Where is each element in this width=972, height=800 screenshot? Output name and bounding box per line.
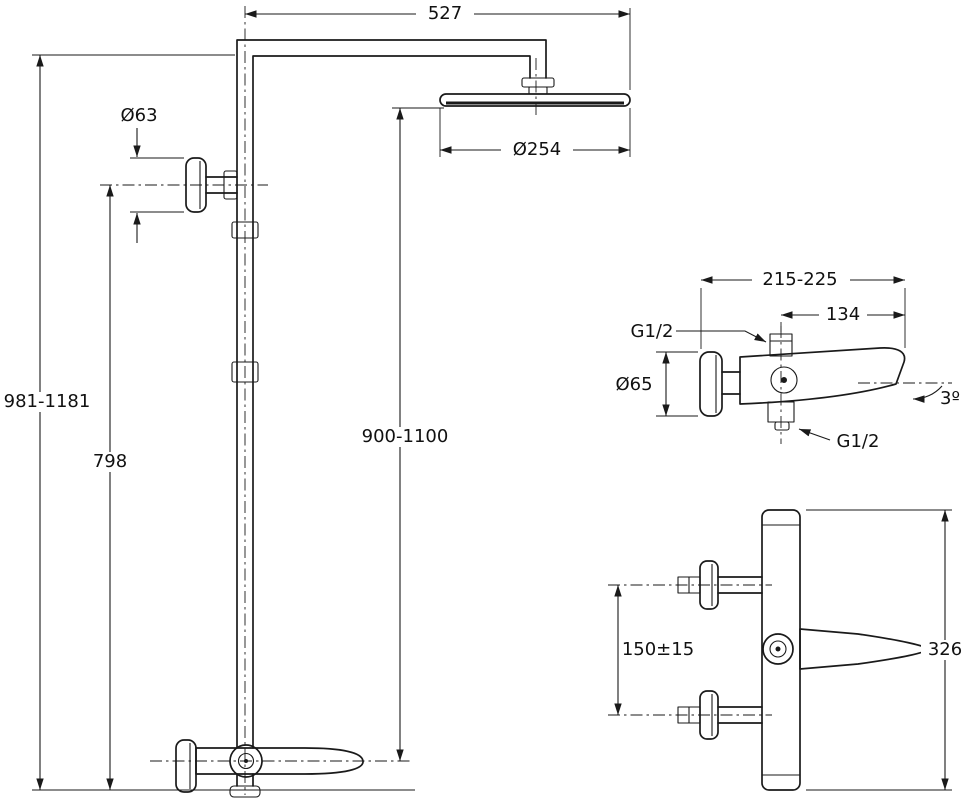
dim-254-bg xyxy=(501,140,573,160)
mixer-front-view: 150±15 326 xyxy=(608,509,969,791)
inlet-bottom-flange xyxy=(699,690,719,740)
top-inlet-port xyxy=(769,333,793,357)
inlet-top-flange xyxy=(699,560,719,610)
dim-spout-angle-label: 3º xyxy=(940,388,960,409)
handshower-holder-flange xyxy=(185,157,207,213)
dim-mixer-height-label: 326 xyxy=(928,639,962,660)
riser-coupling-lower xyxy=(231,361,259,383)
riser-coupling-upper xyxy=(231,221,259,239)
side-view: 215-225 134 G1/2 Ø65 G1/2 3º xyxy=(615,269,960,452)
riser-and-arm-outline xyxy=(236,39,547,749)
dim-overall-bg xyxy=(4,392,92,412)
dim-escutcheon-diameter-label: Ø65 xyxy=(615,374,652,395)
body-screw-center xyxy=(781,377,787,383)
angle-arc xyxy=(912,385,943,403)
dim-900-bg xyxy=(357,427,453,447)
dim-arm-reach-label: 527 xyxy=(428,3,462,24)
diverter-knob-outer xyxy=(229,744,263,778)
dim-overall-height-label: 981-1181 xyxy=(4,391,91,412)
wall-escutcheon xyxy=(699,351,723,417)
bottom-connection-label: G1/2 xyxy=(837,431,880,452)
dim-527-bg xyxy=(416,4,474,24)
dim-handshower-diameter-label: Ø63 xyxy=(120,105,157,126)
leader-top-connection xyxy=(676,330,767,343)
diverter-knob-center xyxy=(244,759,248,763)
riser-end-cap xyxy=(229,785,261,798)
handshower-clamp xyxy=(223,170,238,200)
riser-and-arm-inner xyxy=(252,55,531,749)
showerhead-stem xyxy=(528,86,548,95)
dim-215-bg xyxy=(752,270,850,290)
mixer-dial-outer xyxy=(762,633,794,665)
dim-798-bg xyxy=(86,452,134,472)
dim-326-bg xyxy=(921,640,969,660)
leader-bottom-connection xyxy=(798,428,831,441)
dim-inlet-spacing-label: 150±15 xyxy=(622,639,694,660)
showerhead-connector xyxy=(521,77,555,88)
dim-spout-projection-label: 134 xyxy=(826,304,860,325)
mixer-dial-center xyxy=(775,646,781,652)
front-view: 527 Ø254 Ø63 981-1181 798 900-1100 xyxy=(4,3,631,798)
top-connection-label: G1/2 xyxy=(631,321,674,342)
mixer-spout xyxy=(799,628,929,670)
body-screw-outer xyxy=(770,366,798,394)
spout-body-profile xyxy=(739,347,906,405)
mixer-dial-inner xyxy=(769,640,787,658)
dim-depth-range-label: 215-225 xyxy=(762,269,837,290)
dim-134-bg xyxy=(819,305,867,325)
bath-spout-body xyxy=(195,747,364,775)
dim-head-height-label: 900-1100 xyxy=(362,426,449,447)
dim-head-diameter-label: Ø254 xyxy=(513,139,562,160)
mixer-body xyxy=(761,509,801,791)
dim-handshower-height-label: 798 xyxy=(93,451,127,472)
bottom-outlet-nub xyxy=(774,421,790,431)
spout-wall-flange xyxy=(175,739,197,793)
showerhead-plate xyxy=(439,93,631,107)
diverter-knob-inner xyxy=(237,752,255,770)
